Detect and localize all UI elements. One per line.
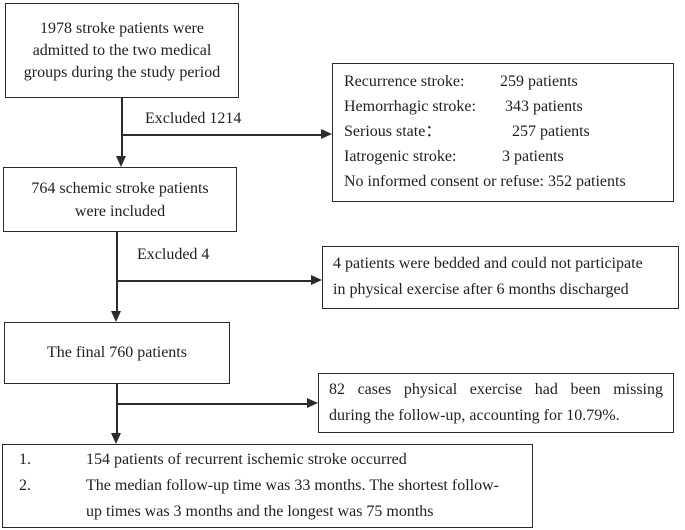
enrollment-line: 1978 stroke patients were bbox=[40, 19, 204, 37]
exclusion-value: 3 patients bbox=[502, 148, 564, 165]
box-exclusion-reasons: Recurrence stroke: 259 patients Hemorrha… bbox=[332, 63, 674, 202]
missing-line: during the follow-up, accounting for 10.… bbox=[329, 407, 620, 424]
exclusion-row: Recurrence stroke: 259 patients bbox=[344, 69, 662, 94]
connector-line-missing bbox=[117, 403, 307, 405]
box-bedded-patients: 4 patients were bedded and could not par… bbox=[322, 246, 679, 309]
arrow-down-icon bbox=[116, 156, 126, 167]
exclusion-value: 259 patients bbox=[500, 73, 578, 90]
exclusion-label: No informed consent or refuse: bbox=[344, 173, 544, 190]
final-line: The final 760 patients bbox=[47, 344, 187, 361]
exclusion-value: 257 patients bbox=[512, 123, 590, 140]
included-line: were included bbox=[74, 202, 166, 220]
exclusion-label: Serious state： bbox=[344, 123, 442, 140]
missing-line: 82 cases physical exercise had been miss… bbox=[329, 381, 663, 398]
arrow-down-icon bbox=[111, 433, 121, 444]
outcome-number: 2. bbox=[19, 477, 31, 494]
outcome-text-line: The median follow-up time was 33 months.… bbox=[86, 477, 499, 494]
box-final-cohort: The final 760 patients bbox=[4, 322, 230, 384]
outcome-number: 1. bbox=[19, 451, 31, 468]
bedded-line: 4 patients were bedded and could not par… bbox=[333, 255, 643, 272]
outcome-item: 1. 154 patients of recurrent ischemic st… bbox=[3, 447, 532, 473]
arrow-down-icon bbox=[111, 311, 121, 322]
edge-label-excluded-4: Excluded 4 bbox=[135, 246, 212, 264]
edge-label-excluded-1214: Excluded 1214 bbox=[143, 110, 244, 128]
arrow-right-icon bbox=[307, 398, 318, 408]
exclusion-label: Hemorrhagic stroke: bbox=[344, 98, 476, 115]
bedded-line: in physical exercise after 6 months disc… bbox=[333, 281, 629, 298]
outcome-text: The median follow-up time was 33 months.… bbox=[86, 473, 532, 525]
box-included: 764 schemic stroke patients were include… bbox=[3, 167, 237, 232]
connector-line-final-outcomes bbox=[116, 384, 118, 433]
outcome-text-line: up times was 3 months and the longest wa… bbox=[86, 503, 434, 520]
exclusion-value: 352 patients bbox=[547, 173, 626, 190]
exclusion-value: 343 patients bbox=[505, 98, 583, 115]
arrow-right-icon bbox=[321, 129, 332, 139]
exclusion-label: Recurrence stroke: bbox=[344, 73, 465, 90]
exclusion-row: Hemorrhagic stroke: 343 patients bbox=[344, 94, 662, 119]
connector-line-excluded-1214 bbox=[122, 134, 321, 136]
enrollment-line: groups during the study period bbox=[23, 63, 221, 81]
exclusion-row: No informed consent or refuse: 352 patie… bbox=[344, 169, 662, 194]
box-outcomes: 1. 154 patients of recurrent ischemic st… bbox=[2, 444, 533, 528]
connector-line-excluded-4 bbox=[117, 280, 311, 282]
arrow-right-icon bbox=[311, 275, 322, 285]
box-enrollment: 1978 stroke patients were admitted to th… bbox=[5, 3, 239, 98]
enrollment-line: admitted to the two medical bbox=[32, 41, 212, 59]
connector-line-included-final bbox=[116, 232, 118, 312]
outcome-item: 2. The median follow-up time was 33 mont… bbox=[3, 473, 532, 525]
exclusion-label: Iatrogenic stroke: bbox=[344, 148, 457, 165]
outcome-text: 154 patients of recurrent ischemic strok… bbox=[86, 451, 407, 468]
included-line: 764 schemic stroke patients bbox=[31, 179, 209, 197]
connector-line-enrollment-included bbox=[121, 98, 123, 156]
exclusion-row: Iatrogenic stroke: 3 patients bbox=[344, 144, 662, 169]
exclusion-row: Serious state： 257 patients bbox=[344, 119, 662, 144]
box-missing-followup: 82 cases physical exercise had been miss… bbox=[318, 373, 674, 433]
